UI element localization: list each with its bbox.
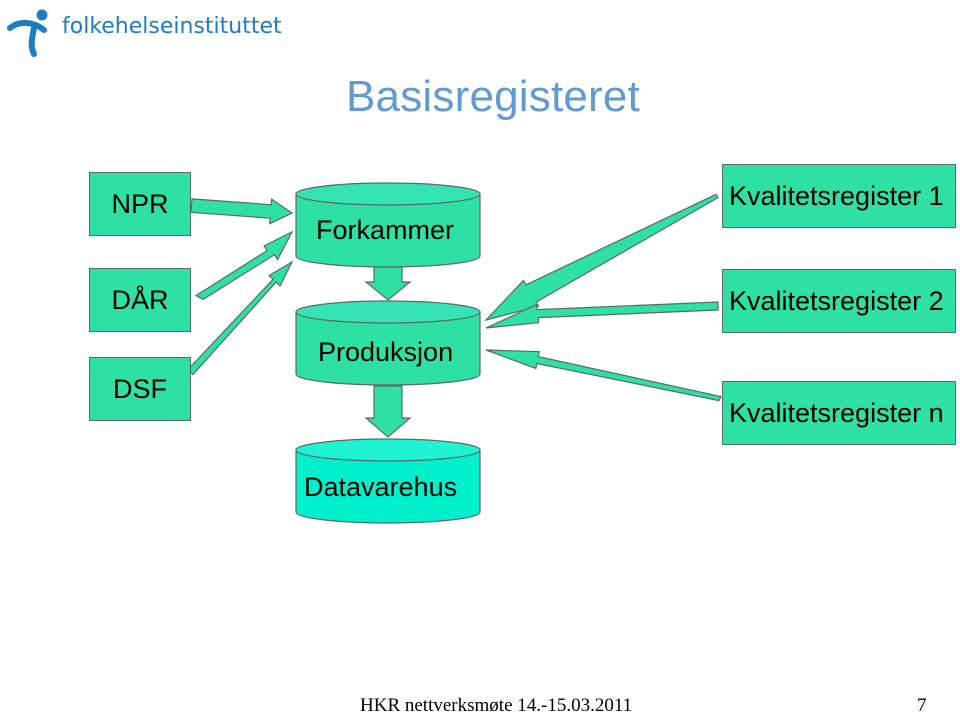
register-box-1: Kvalitetsregister 1 bbox=[722, 164, 956, 228]
source-label-npr: NPR bbox=[111, 188, 169, 219]
arrow-krn-to-produksjon bbox=[485, 349, 722, 402]
source-label-dsf: DSF bbox=[113, 373, 167, 404]
register-box-2: Kvalitetsregister 2 bbox=[722, 269, 956, 333]
slide-title: Basisregisteret bbox=[346, 72, 641, 121]
store-label-datavarehus: Datavarehus bbox=[304, 472, 458, 502]
arrow-dsf-to-forkammer bbox=[187, 260, 294, 376]
arrow-dar-to-forkammer bbox=[194, 230, 294, 301]
footer-text: HKR nettverksmøte 14.-15.03.2011 bbox=[360, 695, 633, 716]
logo: folkehelseinstituttet bbox=[4, 2, 284, 58]
arrow-npr-to-forkammer bbox=[190, 198, 294, 225]
source-box-npr: NPR bbox=[89, 172, 191, 236]
source-label-dar: DÅR bbox=[111, 284, 169, 315]
cylinder-forkammer bbox=[295, 182, 481, 268]
arrow-forkammer-to-produksjon bbox=[364, 266, 412, 301]
arrow-produksjon-to-datavarehus bbox=[364, 385, 412, 438]
arrow-kr1-to-produksjon bbox=[484, 193, 719, 322]
page-number: 7 bbox=[917, 695, 927, 716]
store-label-produksjon: Produksjon bbox=[318, 337, 454, 367]
register-box-n: Kvalitetsregister n bbox=[722, 381, 956, 445]
logo-figure-icon bbox=[7, 9, 48, 57]
register-label-2: Kvalitetsregister 2 bbox=[729, 285, 944, 316]
cylinder-produksjon bbox=[295, 300, 481, 386]
logo-text: folkehelseinstituttet bbox=[62, 14, 282, 39]
source-box-dsf: DSF bbox=[89, 357, 191, 421]
arrow-kr2-to-produksjon bbox=[485, 301, 719, 329]
store-label-forkammer: Forkammer bbox=[316, 215, 455, 245]
cylinder-datavarehus bbox=[295, 438, 481, 524]
register-label-n: Kvalitetsregister n bbox=[729, 397, 944, 428]
source-box-dar: DÅR bbox=[89, 268, 191, 332]
register-label-1: Kvalitetsregister 1 bbox=[729, 180, 944, 211]
